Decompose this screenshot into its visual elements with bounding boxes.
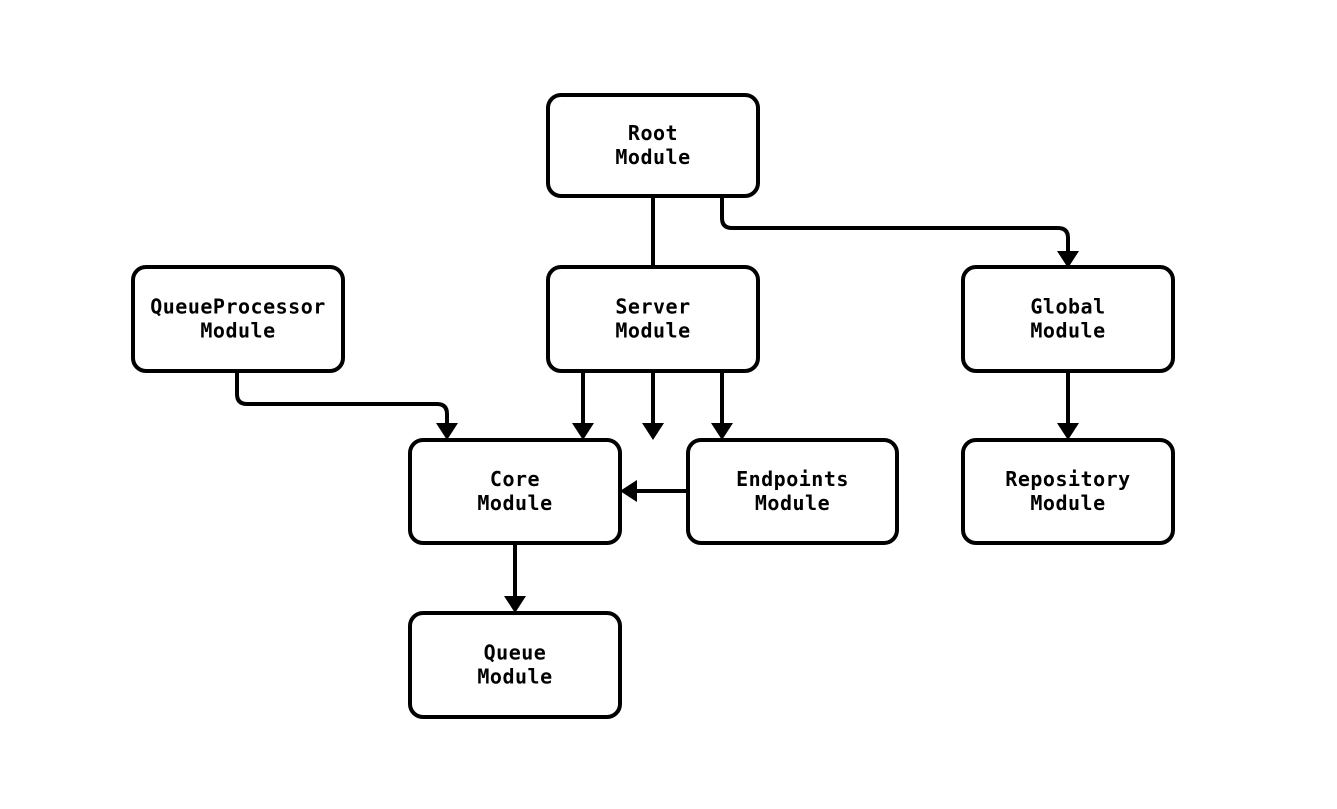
node-core-box[interactable] — [408, 438, 622, 545]
arrow-server-to-endpoints-icon — [711, 423, 733, 440]
node-queueprocessor-box[interactable] — [131, 265, 345, 373]
node-core-label-line1: Core — [490, 467, 540, 491]
node-server-label-line2: Module — [615, 319, 690, 343]
arrowheads-layer — [436, 251, 1079, 613]
node-queue-label-line2: Module — [477, 665, 552, 689]
node-root-label-line2: Module — [615, 145, 690, 169]
node-queueprocessor-label-line1: QueueProcessor — [150, 295, 326, 319]
node-repository-label-line1: Repository — [1005, 467, 1130, 491]
node-endpoints-label-line2: Module — [755, 491, 830, 515]
node-queueprocessor-label-line2: Module — [200, 319, 275, 343]
node-root-label-line1: Root — [628, 121, 678, 145]
arrow-server-to-core-icon — [572, 423, 594, 440]
node-repository-label-line2: Module — [1030, 491, 1105, 515]
node-global-label-line2: Module — [1030, 319, 1105, 343]
arrow-root-to-global-icon — [1057, 251, 1079, 268]
node-endpoints-box[interactable] — [686, 438, 899, 545]
arrow-global-to-repository-icon — [1057, 423, 1079, 440]
node-repository-box[interactable] — [961, 438, 1175, 545]
node-global-box[interactable] — [961, 265, 1175, 373]
node-server-label-line1: Server — [615, 295, 690, 319]
node-queue-box[interactable] — [408, 611, 622, 719]
node-server-box[interactable] — [546, 265, 760, 373]
edges-layer — [235, 196, 1070, 605]
arrow-queueprocessor-to-core-icon — [436, 423, 458, 440]
edge-root-to-global — [720, 196, 1070, 432]
edge-queueprocessor-to-core — [235, 371, 449, 432]
node-queue-label-line1: Queue — [484, 641, 547, 665]
arrow-core-to-queue-icon — [504, 596, 526, 613]
nodes-layer: RootModuleQueueProcessorModuleServerModu… — [131, 93, 1175, 719]
node-global-label-line1: Global — [1030, 295, 1105, 319]
node-root-box[interactable] — [546, 93, 760, 198]
arrow-root-to-server-icon — [642, 423, 664, 440]
arrow-endpoints-to-core-icon — [620, 480, 637, 502]
node-endpoints-label-line1: Endpoints — [736, 467, 849, 491]
node-core-label-line2: Module — [477, 491, 552, 515]
